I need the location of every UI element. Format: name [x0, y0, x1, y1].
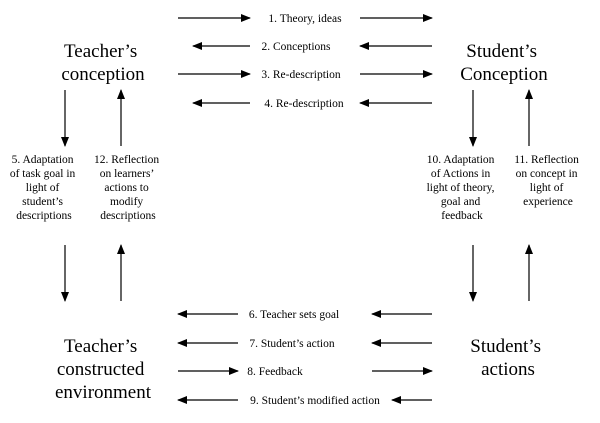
node-line: Student’s: [466, 41, 537, 62]
node-line: actions: [481, 359, 535, 380]
edge-label: 11. Reflection on concept in light of ex…: [514, 154, 582, 208]
edge-teacher-sets-goal: 6. Teacher sets goal: [177, 309, 432, 321]
node-line: Conception: [460, 64, 548, 85]
edge-students-action: 7. Student’s action: [177, 338, 432, 350]
edge-label: 10. Adaptation of Actions in light of th…: [427, 154, 498, 222]
node-line: constructed: [57, 359, 145, 380]
node-line: Student’s: [470, 336, 541, 357]
edge-adaptation-actions: 10. Adaptation of Actions in light of th…: [427, 90, 498, 302]
node-teacher-conception: Teacher’s conception: [61, 41, 145, 85]
node-student-conception: Student’s Conception: [460, 41, 548, 85]
edge-students-modified-action: 9. Student’s modified action: [177, 395, 432, 407]
edge-re-description-left: 4. Re-description: [192, 98, 432, 110]
node-student-actions: Student’s actions: [470, 336, 545, 380]
edge-label: 3. Re-description: [261, 69, 340, 81]
edge-label: 7. Student’s action: [249, 338, 335, 350]
edge-adaptation-task-goal: 5. Adaptation of task goal in light of s…: [10, 90, 78, 302]
edge-label: 4. Re-description: [264, 98, 343, 110]
edge-conceptions: 2. Conceptions: [192, 41, 432, 53]
edge-feedback: 8. Feedback: [178, 366, 433, 378]
edge-label: 8. Feedback: [247, 366, 303, 378]
edge-reflection-learners-actions: 12. Reflection on learners’ actions to m…: [94, 89, 162, 301]
edge-label: 9. Student’s modified action: [250, 395, 380, 407]
edge-re-description-right: 3. Re-description: [178, 69, 433, 81]
edge-label: 5. Adaptation of task goal in light of s…: [10, 154, 78, 222]
edge-label: 6. Teacher sets goal: [249, 309, 339, 321]
edge-reflection-concept: 11. Reflection on concept in light of ex…: [514, 89, 582, 301]
node-line: conception: [61, 64, 145, 85]
edge-label: 2. Conceptions: [262, 41, 332, 53]
node-line: Teacher’s: [64, 41, 137, 62]
edge-label: 12. Reflection on learners’ actions to m…: [94, 154, 162, 222]
node-line: Teacher’s: [64, 336, 137, 357]
edge-theory-ideas: 1. Theory, ideas: [178, 13, 433, 25]
node-teacher-constructed-environment: Teacher’s constructed environment: [55, 336, 152, 403]
edge-label: 1. Theory, ideas: [268, 13, 342, 25]
node-line: environment: [55, 382, 152, 403]
